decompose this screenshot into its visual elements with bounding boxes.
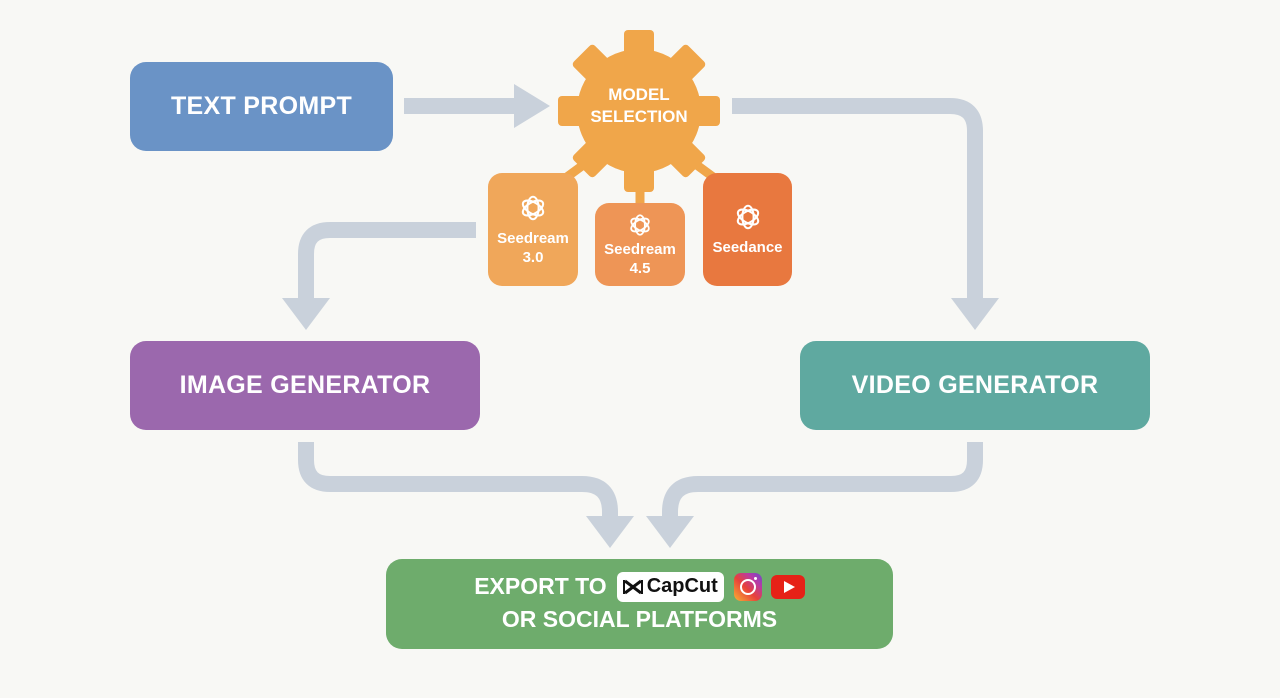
openai-knot-icon (521, 195, 545, 220)
model-selection-line2: SELECTION (590, 107, 688, 126)
export-row-1: EXPORT TO CapCut (474, 570, 805, 603)
capcut-badge: CapCut (616, 571, 724, 602)
video-generator-box: VIDEO GENERATOR (800, 341, 1150, 430)
openai-knot-icon (630, 213, 650, 236)
arrow-head (586, 516, 634, 548)
model-name: Seedance (712, 239, 783, 256)
model-selection-line1: MODEL (608, 85, 670, 104)
arrow-head (514, 84, 550, 128)
video-generator-label: VIDEO GENERATOR (851, 371, 1099, 399)
image-generator-label: IMAGE GENERATOR (179, 371, 431, 399)
model-card-seedream-45: Seedream 4.5 (595, 203, 685, 286)
export-label: EXPORT TO (474, 573, 607, 599)
arrow-model-to-video (732, 98, 983, 300)
text-prompt-label: TEXT PROMPT (170, 92, 353, 120)
arrow-image-to-export (298, 442, 618, 520)
arrow-head (951, 298, 999, 330)
export-label-2: OR SOCIAL PLATFORMS (501, 606, 778, 632)
arrow-video-to-export (662, 442, 983, 520)
model-version: 3.0 (522, 248, 544, 266)
model-card-seedance: Seedance (703, 173, 792, 286)
model-name: Seedream (497, 229, 569, 247)
export-row-2: OR SOCIAL PLATFORMS (502, 603, 777, 636)
model-version: 4.5 (629, 259, 651, 277)
youtube-icon (770, 574, 805, 599)
model-selection-label: MODEL SELECTION (556, 84, 722, 128)
arrow-head (646, 516, 694, 548)
arrow-model-to-image (298, 222, 476, 300)
image-generator-box: IMAGE GENERATOR (130, 341, 480, 430)
gear-icon (558, 30, 720, 192)
model-name: Seedream (604, 240, 676, 258)
capcut-logo-icon (622, 579, 643, 594)
openai-knot-icon (736, 204, 759, 230)
export-box: EXPORT TO CapCut OR SOCIAL PLATFORMS (386, 559, 893, 649)
text-prompt-box: TEXT PROMPT (130, 62, 393, 151)
instagram-icon (733, 572, 762, 601)
arrow-head (282, 298, 330, 330)
capcut-label: CapCut (646, 575, 718, 597)
model-card-seedream-3: Seedream 3.0 (488, 173, 578, 286)
